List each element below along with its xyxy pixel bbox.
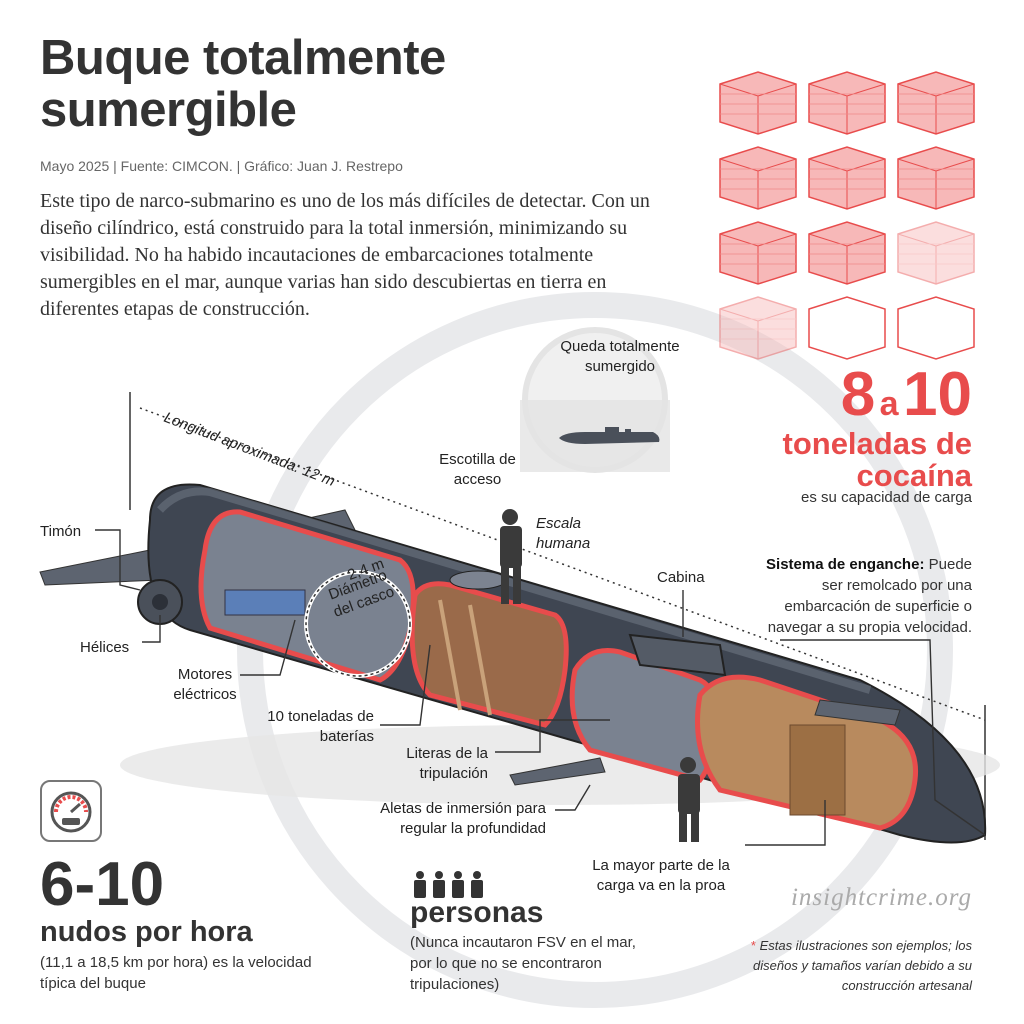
person-icons	[414, 871, 483, 898]
crew-value: personas	[410, 896, 544, 929]
cargo-block	[897, 296, 975, 360]
note-text: Estas ilustraciones son ejemplos; los di…	[753, 938, 972, 993]
cargo-connector: a	[879, 385, 899, 423]
cargo-block	[719, 146, 797, 210]
bow-cargo-label: La mayor parte de la carga va en la proa	[592, 857, 730, 894]
rudder-label: Timón	[40, 523, 82, 540]
submarine-illustration	[39, 392, 1000, 846]
asterisk: *	[750, 938, 756, 953]
disclaimer-note: * Estas ilustraciones son ejemplos; los …	[712, 936, 972, 996]
motors-label: Motores eléctricos	[173, 666, 237, 703]
speed-description: (11,1 a 18,5 km por hora) es la velocida…	[40, 954, 312, 992]
hitch-text: Puede ser remolcado por una embarcación …	[767, 556, 972, 636]
hitch-info: Sistema de enganche: Puede ser remolcado…	[766, 556, 972, 636]
batteries-label: 10 toneladas de baterías	[267, 708, 374, 745]
cargo-blocks	[719, 71, 975, 360]
cargo-block	[808, 71, 886, 135]
cargo-description: es su capacidad de carga	[801, 489, 972, 506]
speed-value: 6-10	[40, 850, 165, 919]
intro-text: Este tipo de narco-submarino es uno de l…	[40, 190, 650, 320]
cargo-from: 8	[840, 360, 876, 429]
speed-unit: nudos por hora	[40, 916, 253, 948]
person-icon	[471, 871, 483, 898]
fins-label: Aletas de inmersión para regular la prof…	[380, 800, 546, 837]
cargo-block	[808, 221, 886, 285]
byline: Mayo 2025 | Fuente: CIMCON. | Gráfico: J…	[40, 158, 403, 174]
human-scale-label: Escala humana	[536, 515, 591, 552]
cargo-to: 10	[903, 360, 972, 429]
cargo-block	[897, 221, 975, 285]
person-icon	[414, 871, 426, 898]
cargo-unit: toneladas de cocaína	[782, 426, 973, 493]
cargo-block	[897, 146, 975, 210]
crew-description: (Nunca incautaron FSV en el mar, por lo …	[410, 934, 636, 993]
cargo-block	[808, 296, 886, 360]
cargo-block	[719, 71, 797, 135]
person-icon	[433, 871, 445, 898]
speedometer-icon	[40, 780, 102, 842]
propellers-label: Hélices	[80, 639, 130, 656]
site-watermark: insightcrime.org	[790, 884, 972, 911]
bunks-label: Literas de la tripulación	[406, 745, 488, 782]
cargo-range: 8 a 10	[841, 360, 972, 430]
submarine-silhouette-icon	[559, 427, 660, 444]
hitch-title: Sistema de enganche	[766, 556, 920, 573]
cargo-block	[808, 146, 886, 210]
person-icon	[452, 871, 464, 898]
cargo-block	[719, 296, 797, 360]
cabin-label: Cabina	[657, 569, 705, 586]
hatch-label: Escotilla de acceso	[439, 451, 516, 488]
cargo-block	[897, 71, 975, 135]
cargo-block	[719, 221, 797, 285]
page-title: Buque totalmente sumergible	[40, 31, 446, 137]
submerged-label: Queda totalmente sumergido	[560, 338, 680, 375]
